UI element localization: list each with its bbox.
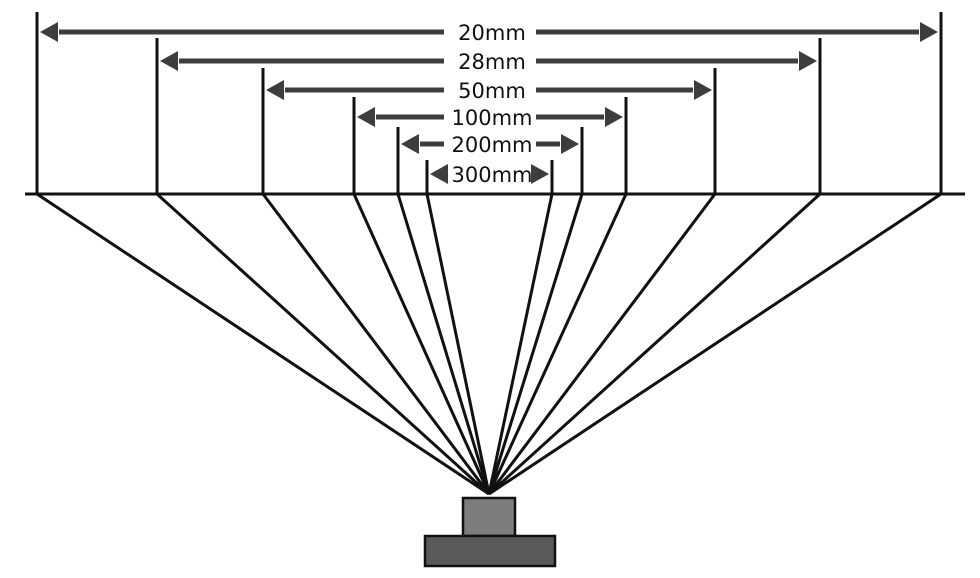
focal-length-50mm: 50mm bbox=[261, 68, 717, 495]
arrowhead-left bbox=[40, 22, 58, 42]
arrowhead-left bbox=[401, 134, 419, 154]
arrowhead-right bbox=[920, 22, 938, 42]
focal-length-label: 50mm bbox=[458, 79, 526, 103]
arrowhead-left bbox=[160, 51, 178, 71]
left-ray-line bbox=[396, 193, 491, 495]
focal-length-label: 28mm bbox=[458, 50, 526, 74]
right-ray-line bbox=[488, 192, 942, 496]
focal-length-label: 300mm bbox=[452, 163, 533, 187]
camera-lens bbox=[461, 496, 517, 538]
arrowhead-right bbox=[799, 51, 817, 71]
arrowhead-left bbox=[357, 107, 375, 127]
right-ray-line bbox=[487, 193, 717, 495]
right-ray-line bbox=[487, 193, 584, 495]
left-ray-line bbox=[352, 193, 491, 495]
right-ray-line bbox=[487, 193, 554, 495]
camera-body bbox=[423, 534, 557, 568]
arrowhead-right bbox=[605, 107, 623, 127]
focal-length-label: 20mm bbox=[458, 21, 526, 45]
focal-length-20mm: 20mm bbox=[35, 12, 943, 496]
focal-length-28mm: 28mm bbox=[155, 38, 822, 496]
left-ray-line bbox=[155, 192, 491, 496]
arrowhead-left bbox=[266, 80, 284, 100]
left-ray-line bbox=[36, 192, 490, 496]
focal-length-300mm: 300mm bbox=[425, 160, 554, 495]
focal-length-200mm: 200mm bbox=[396, 127, 584, 495]
left-ray-line bbox=[261, 193, 491, 495]
focal-length-100mm: 100mm bbox=[352, 97, 628, 495]
arrowhead-right bbox=[531, 164, 549, 184]
arrowhead-right bbox=[694, 80, 712, 100]
arrowhead-right bbox=[561, 134, 579, 154]
focal-length-label: 200mm bbox=[452, 133, 533, 157]
right-ray-line bbox=[487, 193, 628, 495]
arrowhead-left bbox=[430, 164, 448, 184]
focal-length-label: 100mm bbox=[452, 106, 533, 130]
left-ray-line bbox=[425, 193, 491, 495]
right-ray-line bbox=[487, 192, 822, 496]
